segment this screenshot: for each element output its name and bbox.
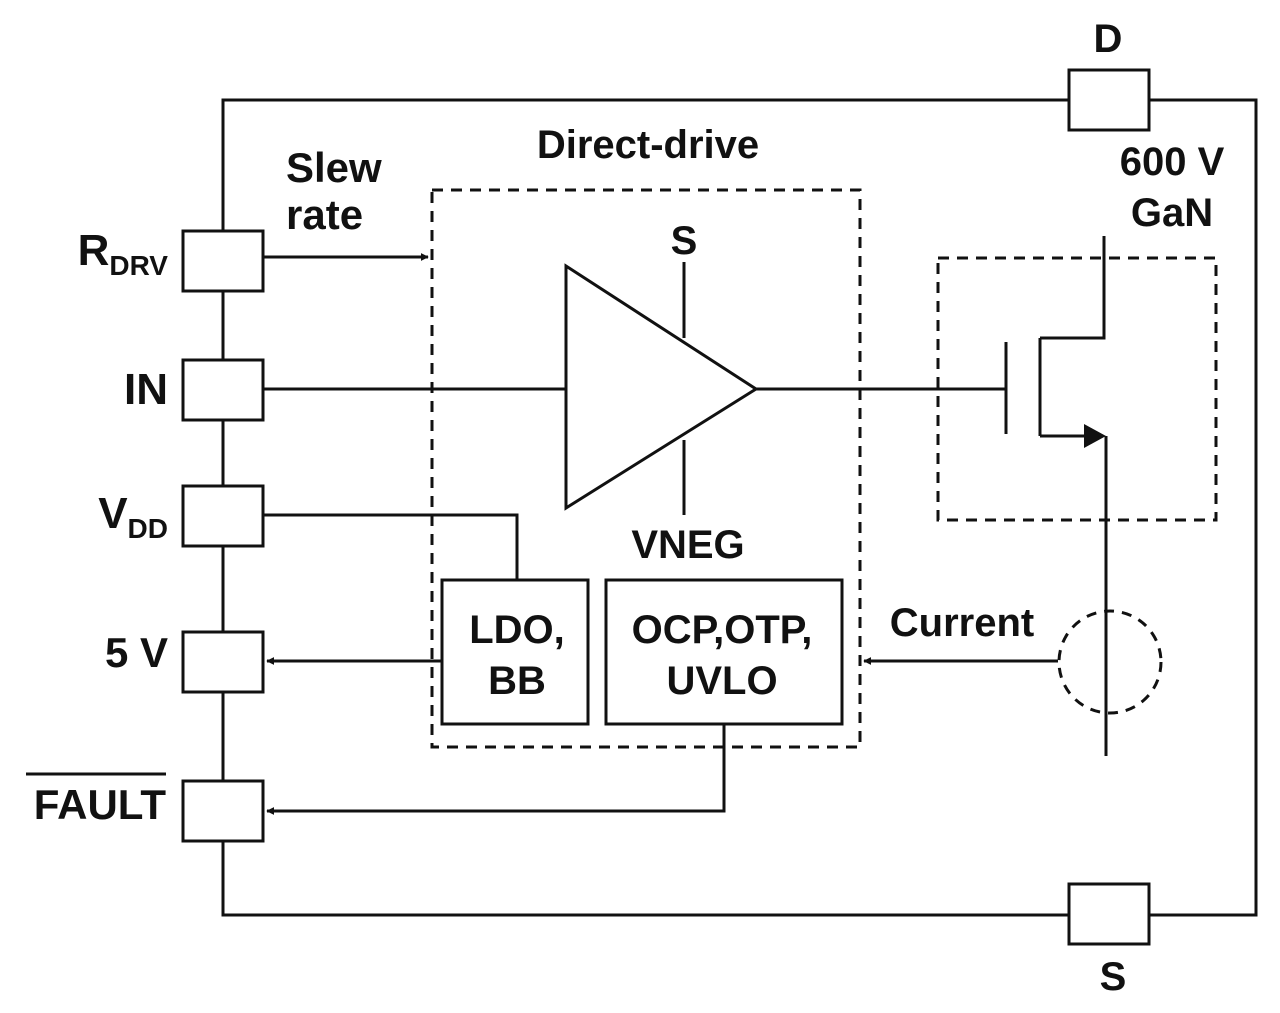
protection-block <box>604 578 844 726</box>
current-sense-circle <box>1057 609 1163 715</box>
fault-arrow <box>266 724 726 815</box>
direct-drive-region <box>430 188 862 749</box>
gan-fet-region <box>936 256 1218 522</box>
ldo-label-line1: LDO, <box>469 608 565 652</box>
pin-d-box <box>1067 68 1151 132</box>
pin-rdrv-label: RDRV <box>78 226 169 281</box>
gate-driver-amplifier <box>564 263 759 511</box>
pin-d-label: D <box>1094 17 1123 61</box>
pin-rdrv-box <box>181 229 265 293</box>
gan-label-line1: 600 V <box>1120 140 1225 184</box>
pin-vdd-box <box>181 484 265 548</box>
vdd-wire <box>263 513 519 580</box>
slew-label-line2: rate <box>286 191 363 238</box>
current-label: Current <box>890 601 1034 645</box>
protection-label-line1: OCP,OTP, <box>632 608 813 652</box>
ldo-label-line2: BB <box>488 659 546 703</box>
gan-label-line2: GaN <box>1131 191 1213 235</box>
pin-s-box <box>1067 882 1151 946</box>
pin-in-label: IN <box>124 365 168 414</box>
pin-fault-label: FAULT <box>34 781 167 828</box>
gan-transistor-symbol <box>1004 236 1108 756</box>
pin-fault-box <box>181 779 265 843</box>
pin-in-box <box>181 358 265 422</box>
pin-vdd-label: VDD <box>98 489 168 544</box>
direct-drive-label: Direct-drive <box>537 123 759 167</box>
slew-label-line1: Slew <box>286 144 382 191</box>
pin-5v-box <box>181 630 265 694</box>
vneg-label: VNEG <box>631 523 744 567</box>
package-outline <box>221 98 1258 917</box>
ldo-block <box>440 578 590 726</box>
protection-label-line2: UVLO <box>666 659 777 703</box>
pin-5v-label: 5 V <box>105 629 168 676</box>
amp-s-label: S <box>671 219 698 263</box>
pin-s-label: S <box>1100 955 1127 999</box>
